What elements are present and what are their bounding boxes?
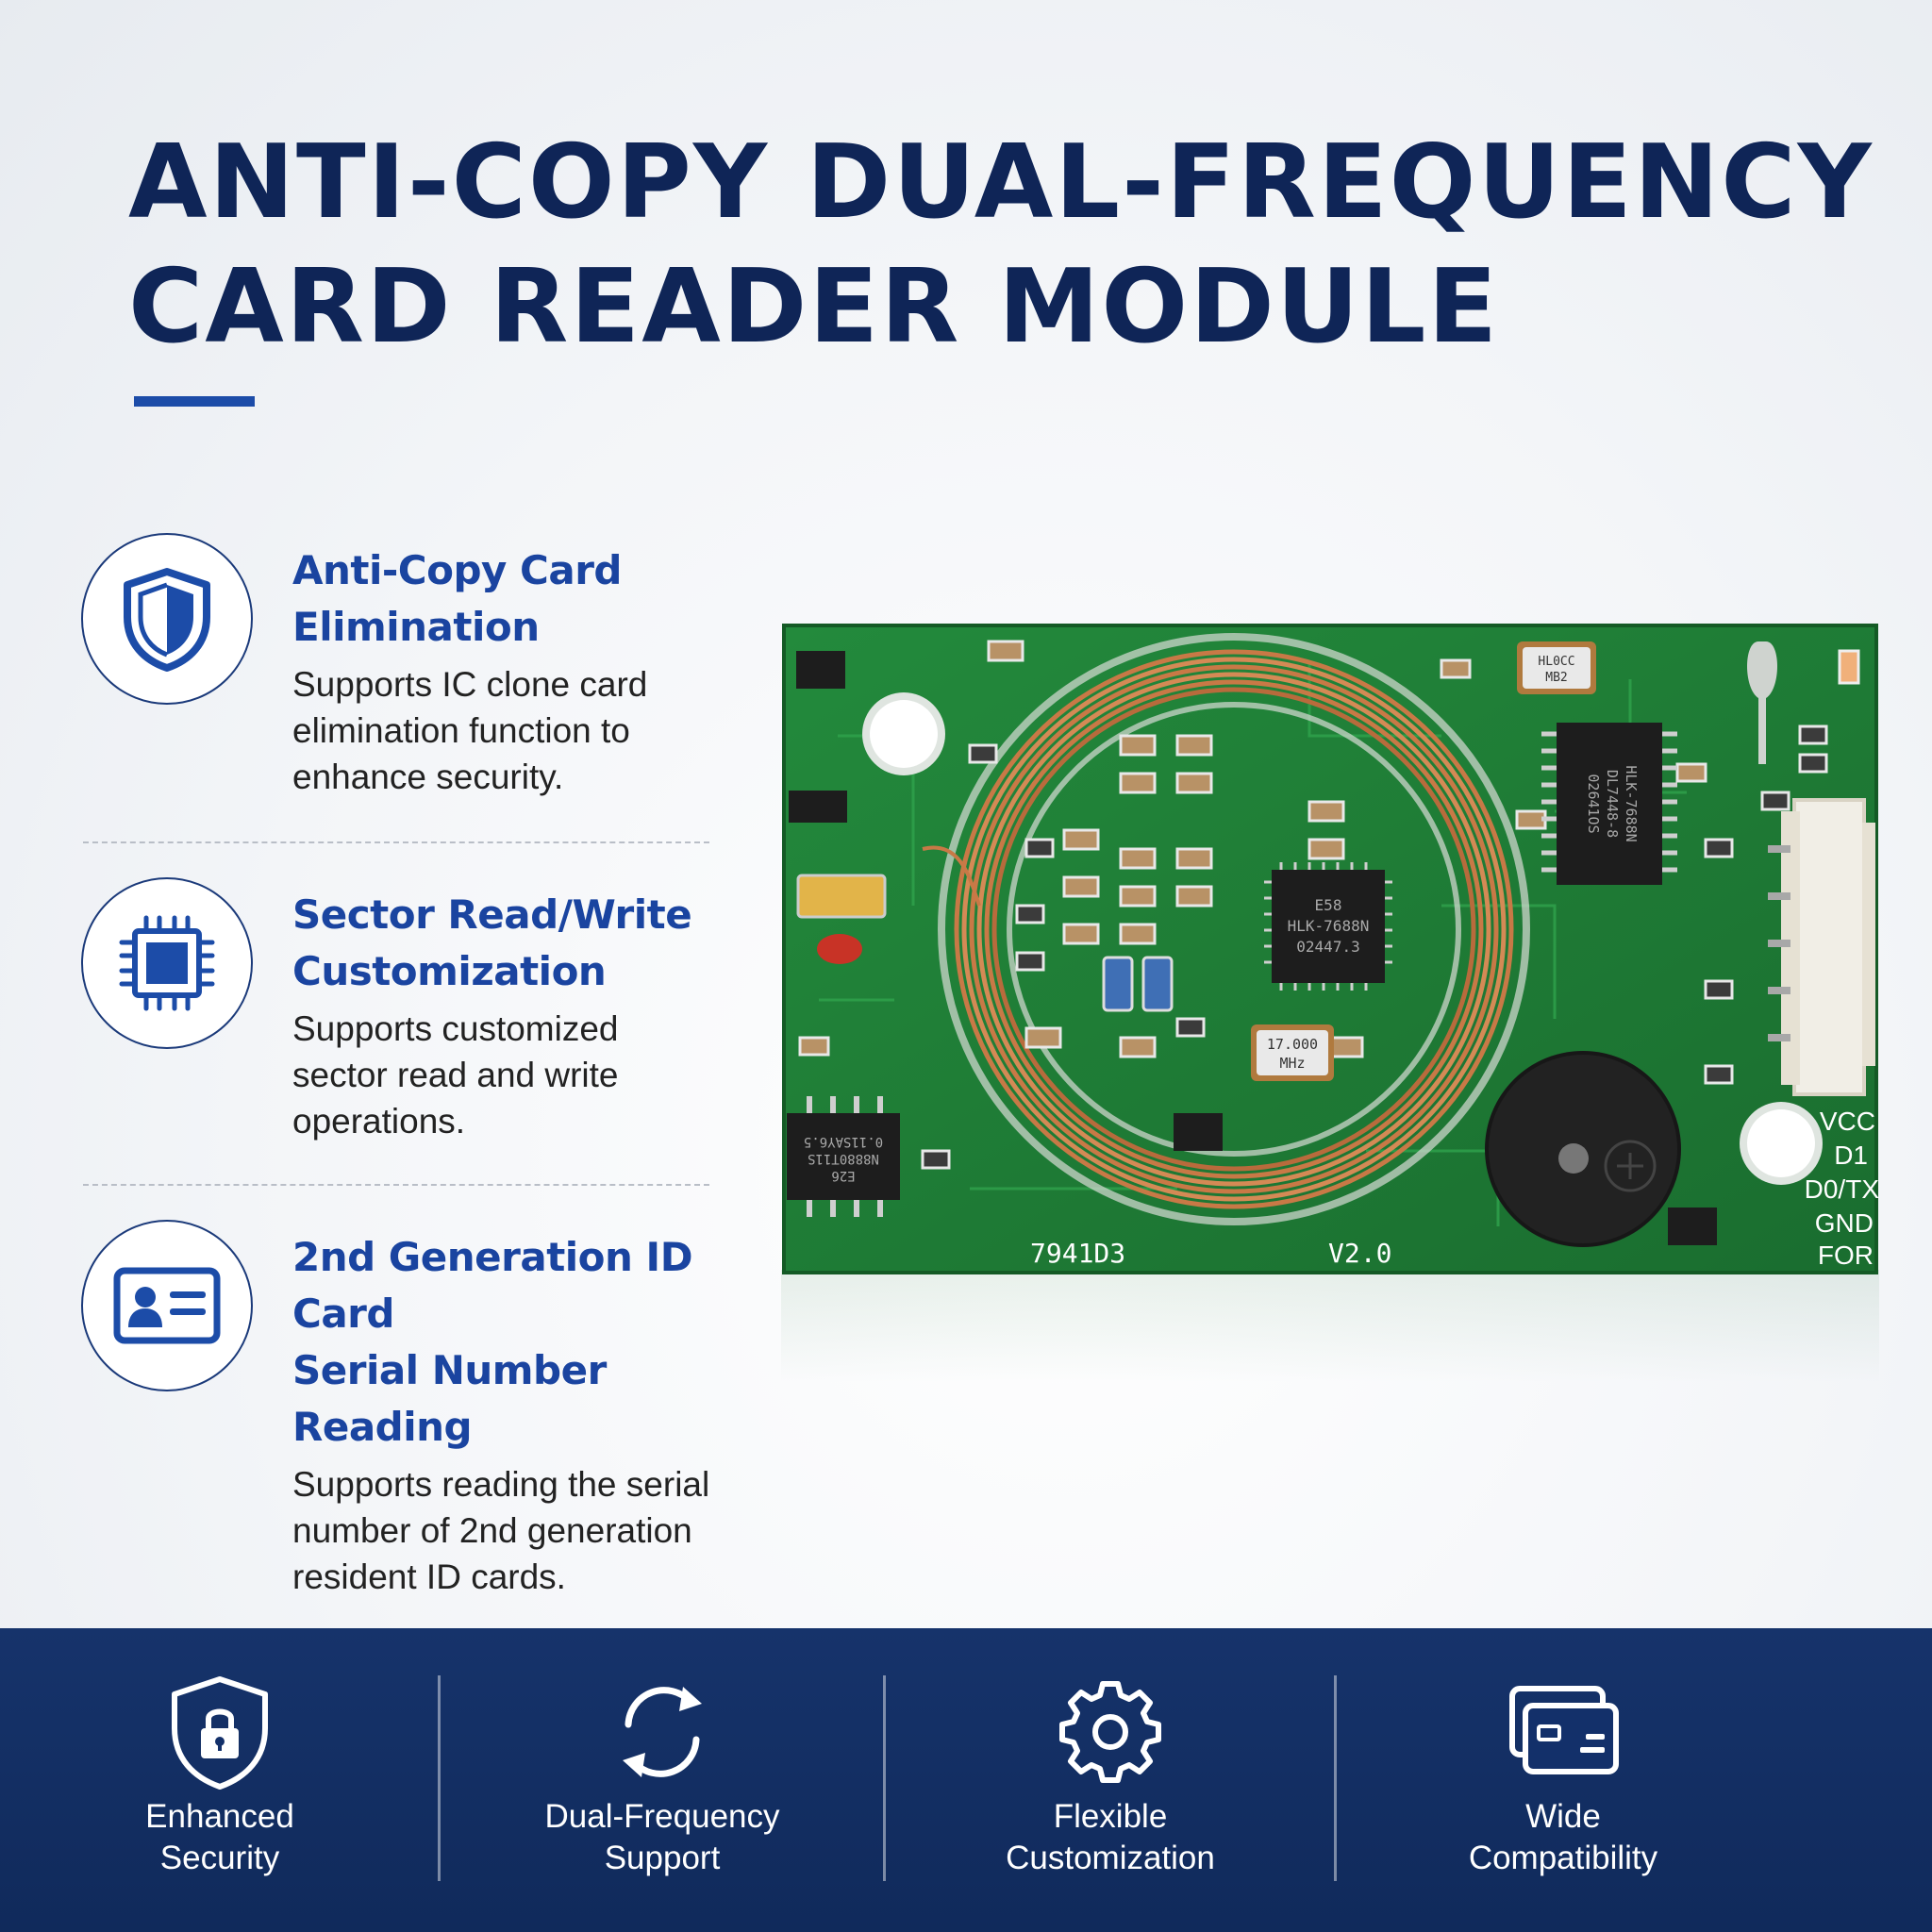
chip-marking: N8880T11S [808,1151,879,1166]
pin-label: D0/TX [1805,1174,1879,1204]
footer-label: Wide Compatibility [1468,1798,1658,1876]
lock-shield-icon [172,1676,268,1790]
header-connector [1768,798,1875,1096]
feature-description: Supports reading the serial number of 2n… [292,1465,710,1596]
chip-marking: 02447.3 [1296,938,1359,956]
feature-icon-circle [81,877,253,1049]
cards-icon [1509,1686,1619,1774]
feature-description: Supports customized sector read and writ… [292,1009,619,1141]
feature-footer-bar: Enhanced Security Dual-Frequency Support… [0,1628,1932,1932]
title-underline [134,396,255,407]
crystal-label: 17.000 [1267,1036,1318,1053]
footer-item-security: Enhanced Security [0,1628,440,1932]
crystal-label: HL0CC [1538,655,1574,669]
chip-marking: E58 [1315,896,1342,914]
feature-title: Sector Read/Write Customization [292,891,692,994]
crystal-label: MB2 [1545,671,1567,685]
chip-marking: HLK-7688N [1623,765,1640,841]
feature-divider [83,1184,709,1186]
mounting-hole [1740,1102,1823,1185]
feature-anti-copy: Anti-Copy Card Elimination Supports IC c… [81,533,741,816]
small-crystal: HL0CC MB2 [1517,641,1596,694]
footer-separator [438,1675,441,1881]
main-chip: E58 HLK-7688N 02447.3 [1264,862,1392,991]
footer-item-compatibility: Wide Compatibility [1336,1628,1790,1932]
board-version: V2.0 [1328,1238,1391,1269]
feature-divider [83,841,709,843]
board-reflection [781,1270,1879,1383]
pin-label: D1 [1834,1141,1868,1170]
pin-label: FOR [1818,1241,1874,1270]
chip-marking: HLK-7688N [1288,917,1370,935]
buzzer [1485,1051,1681,1247]
feature-icon-circle [81,533,253,705]
crystal-17mhz: 17.000 MHz [1251,1024,1334,1081]
chip-icon [119,915,215,1011]
chip-marking: 0.11SAY6.5 [804,1134,883,1149]
feature-description: Supports IC clone card elimination funct… [292,665,648,796]
card-reader-board: E58 HLK-7688N 02447.3 17.000 MHz HL0CC M… [781,623,1879,1283]
footer-label: Dual-Frequency Support [544,1798,780,1876]
chip-marking: DL7448-8 [1604,770,1621,838]
page-title: ANTI-COPY DUAL-FREQUENCY CARD READER MOD… [128,124,1874,366]
feature-id-card: 2nd Generation ID Card Serial Number Rea… [81,1220,741,1596]
mounting-hole [862,692,945,775]
footer-label: Flexible Customization [1006,1798,1215,1876]
footer-item-dual-frequency: Dual-Frequency Support [440,1628,885,1932]
id-card-icon [113,1267,221,1344]
shield-icon [124,568,210,672]
footer-separator [1334,1675,1337,1881]
pin-label: GND [1815,1208,1874,1238]
footer-item-customization: Flexible Customization [885,1628,1336,1932]
pin-label: VCC [1820,1107,1875,1136]
board-model-code: 7941D3 [1030,1238,1125,1269]
feature-icon-circle [81,1220,253,1391]
gear-icon [1059,1681,1161,1783]
chip-marking: E26 [831,1168,855,1183]
feature-sector-rw: Sector Read/Write Customization Supports… [81,877,741,1160]
footer-separator [883,1675,886,1881]
footer-label: Enhanced Security [145,1798,294,1876]
chip-marking: 02641OS [1585,774,1602,833]
eeprom-chip: E26 N8880T11S 0.11SAY6.5 [787,1096,900,1217]
antenna-coil [922,633,1530,1225]
side-chip: HLK-7688N DL7448-8 02641OS [1541,723,1677,885]
crystal-label: MHz [1279,1055,1305,1072]
sync-icon [623,1687,702,1777]
feature-title: Anti-Copy Card Elimination [292,547,623,650]
feature-title: 2nd Generation ID Card Serial Number Rea… [292,1234,693,1450]
